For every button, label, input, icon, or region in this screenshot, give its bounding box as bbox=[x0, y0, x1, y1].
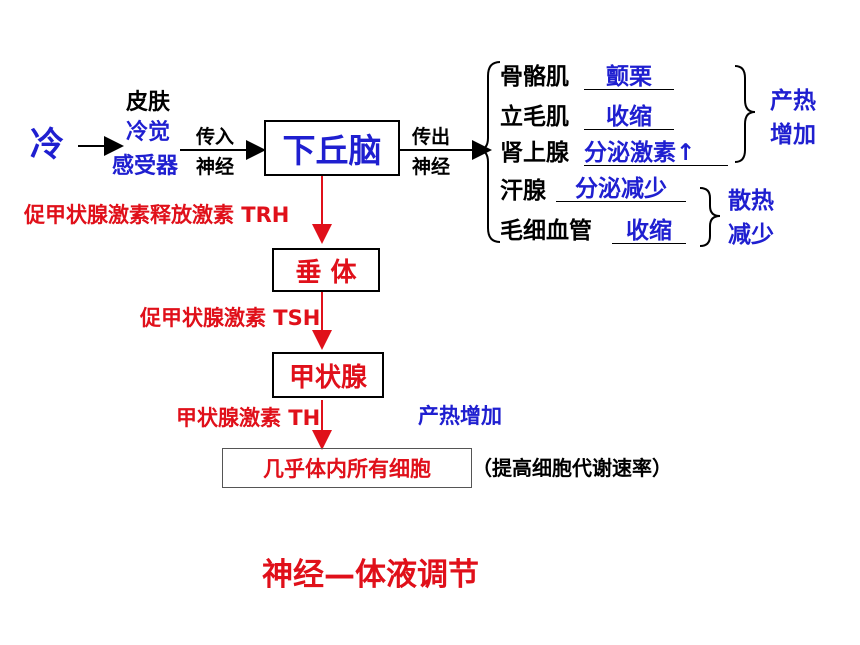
heat-loss-label-2: 减少 bbox=[728, 222, 774, 248]
effector-organ: 立毛肌 bbox=[500, 104, 569, 130]
heat-gain-th-label: 产热增加 bbox=[418, 404, 502, 428]
th-label: 甲状腺激素 TH bbox=[176, 406, 321, 430]
pituitary-box: 垂 体 bbox=[272, 248, 380, 292]
heat-loss-label-1: 散热 bbox=[728, 188, 774, 214]
receptor-label-2: 感受器 bbox=[112, 154, 179, 179]
cells-note-label: （提高细胞代谢速率） bbox=[472, 456, 672, 480]
heat-loss-brace bbox=[699, 187, 721, 247]
target-cells-label: 几乎体内所有细胞 bbox=[263, 457, 431, 481]
skin-label: 皮肤 bbox=[126, 90, 171, 115]
effector-organ: 骨骼肌 bbox=[500, 64, 569, 90]
effector-organ: 毛细血管 bbox=[500, 218, 592, 244]
effector-organ: 肾上腺 bbox=[500, 140, 569, 166]
pituitary-label: 垂 体 bbox=[295, 257, 357, 288]
efferent-nerve-label-1: 传出 bbox=[412, 126, 451, 148]
effector-response: 颤栗 bbox=[584, 66, 674, 90]
effector-response: 收缩 bbox=[584, 106, 674, 130]
effector-organ: 汗腺 bbox=[500, 178, 546, 204]
target-cells-box: 几乎体内所有细胞 bbox=[222, 448, 472, 488]
thyroid-label: 甲状腺 bbox=[288, 362, 367, 393]
hypothalamus-label: 下丘脑 bbox=[282, 131, 382, 170]
heat-gain-label-1: 产热 bbox=[770, 88, 816, 114]
effector-response: 分泌减少 bbox=[556, 178, 686, 202]
efferent-nerve-label-2: 神经 bbox=[412, 156, 451, 178]
effector-response: 分泌激素↑ bbox=[584, 142, 728, 166]
hypothalamus-box: 下丘脑 bbox=[264, 120, 400, 176]
heat-gain-label-2: 增加 bbox=[770, 122, 816, 148]
afferent-nerve-label-2: 神经 bbox=[196, 156, 235, 178]
heat-gain-brace bbox=[734, 65, 756, 163]
afferent-nerve-label-1: 传入 bbox=[196, 126, 235, 148]
effector-brace bbox=[477, 61, 501, 243]
trh-label: 促甲状腺激素释放激素 TRH bbox=[24, 203, 290, 227]
thyroid-box: 甲状腺 bbox=[272, 352, 384, 398]
cold-label: 冷 bbox=[30, 125, 64, 165]
receptor-label-1: 冷觉 bbox=[126, 120, 171, 145]
footer-title: 神经—体液调节 bbox=[262, 557, 479, 593]
tsh-label: 促甲状腺激素 TSH bbox=[140, 306, 321, 330]
effector-response: 收缩 bbox=[612, 220, 686, 244]
